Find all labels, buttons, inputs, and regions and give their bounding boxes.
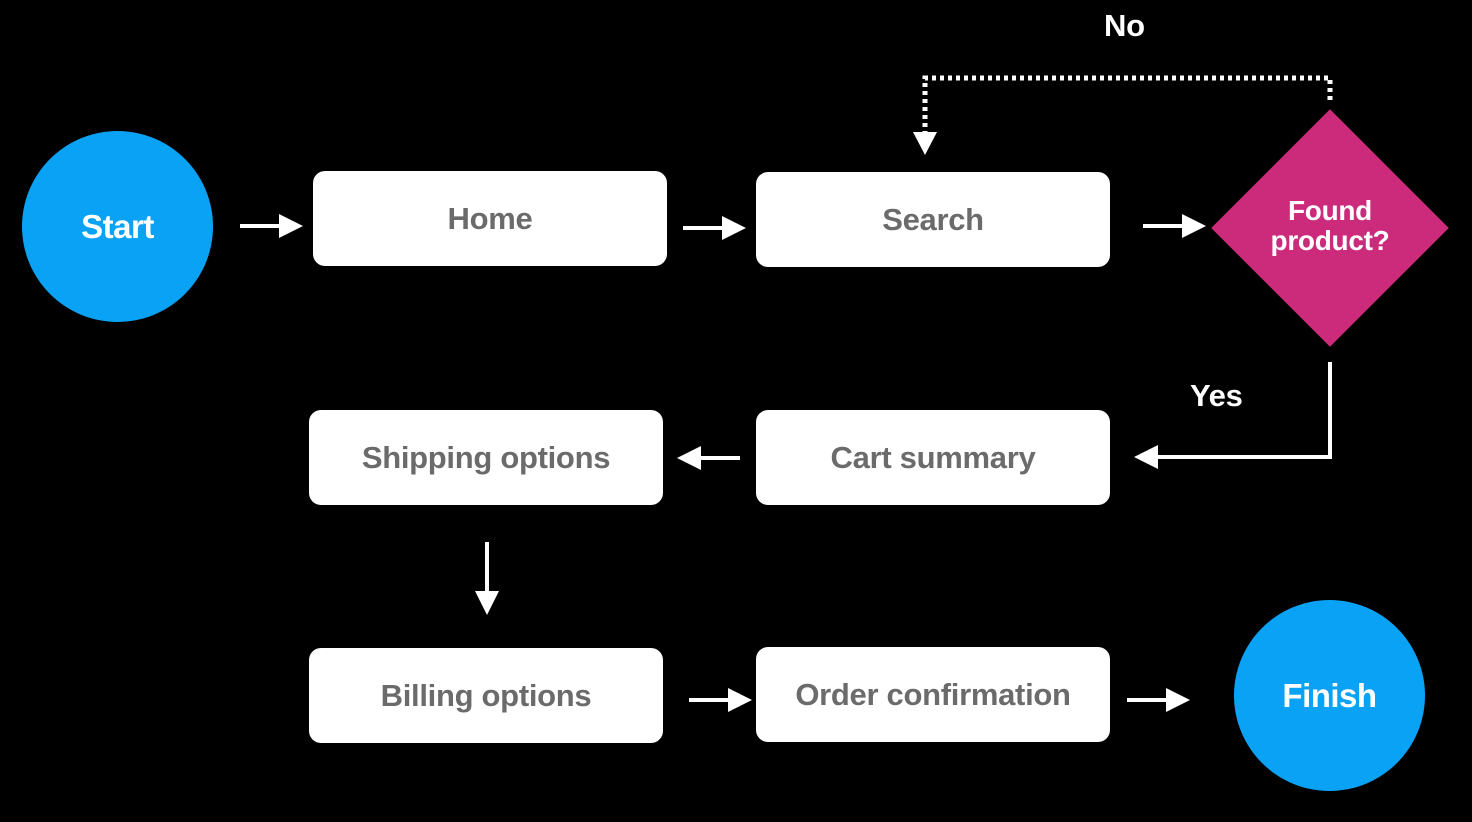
home-label: Home xyxy=(447,200,533,236)
decision-label-line1: Found xyxy=(1287,195,1372,226)
home-node: Home xyxy=(313,171,667,266)
decision-label: Found product? xyxy=(1230,176,1430,276)
order-confirmation-label: Order confirmation xyxy=(795,676,1071,712)
edge-label-no: No xyxy=(1104,8,1145,43)
start-label: Start xyxy=(81,207,154,245)
billing-options-label: Billing options xyxy=(380,677,592,713)
arrowhead-no-loop xyxy=(913,132,937,155)
arrow-decision-to-cart-yes xyxy=(1152,362,1332,459)
cart-summary-node: Cart summary xyxy=(756,410,1110,505)
shipping-options-node: Shipping options xyxy=(309,410,663,505)
cart-summary-label: Cart summary xyxy=(830,439,1036,475)
arrowhead-yes xyxy=(1134,445,1158,469)
edge-label-yes: Yes xyxy=(1190,378,1243,413)
search-label: Search xyxy=(882,201,984,237)
shipping-options-label: Shipping options xyxy=(361,439,611,475)
billing-options-node: Billing options xyxy=(309,648,663,743)
search-node: Search xyxy=(756,172,1110,267)
arrow-decision-to-search-no xyxy=(922,75,1333,138)
order-confirmation-node: Order confirmation xyxy=(756,647,1110,742)
start-node: Start xyxy=(22,131,213,322)
decision-label-line2: product? xyxy=(1270,225,1390,256)
finish-label: Finish xyxy=(1282,676,1377,714)
finish-node: Finish xyxy=(1234,600,1425,791)
